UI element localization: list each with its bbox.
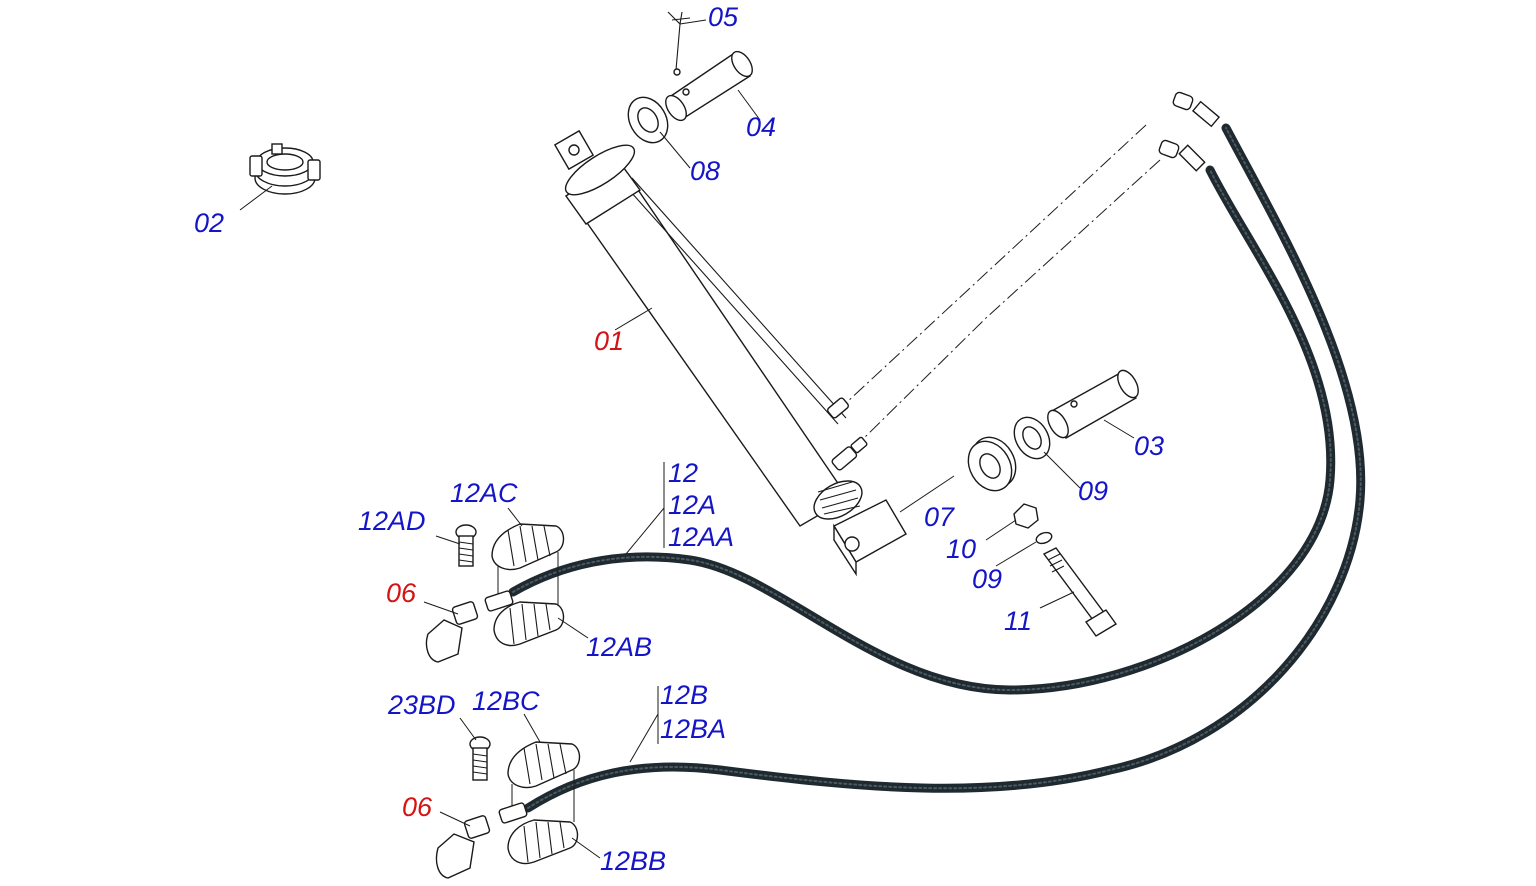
hose-fitting-upper bbox=[1172, 91, 1221, 128]
callout-06-lower: 06 bbox=[402, 792, 433, 822]
nut-10 bbox=[1013, 503, 1039, 529]
leader-lines bbox=[239, 19, 1135, 859]
callout-12A: 12A bbox=[668, 490, 716, 520]
washer-08 bbox=[627, 96, 669, 144]
washer-09-lower bbox=[1035, 531, 1053, 545]
hose-12A bbox=[508, 165, 1336, 695]
callouts: 01 02 03 04 05 08 07 09 10 09 11 12 12A … bbox=[194, 2, 1164, 876]
screw-12AD bbox=[455, 524, 477, 567]
callout-12: 12 bbox=[668, 458, 698, 488]
callout-01: 01 bbox=[594, 326, 624, 356]
callout-09-lower: 09 bbox=[972, 564, 1002, 594]
grip-lower-12BB bbox=[507, 819, 579, 865]
bolt-11 bbox=[1042, 547, 1118, 637]
quick-coupler-06-upper bbox=[425, 590, 514, 663]
callout-03: 03 bbox=[1134, 431, 1164, 461]
hose-fitting-lower bbox=[1158, 139, 1206, 172]
callout-04: 04 bbox=[746, 112, 776, 142]
grip-lower-12AB bbox=[493, 601, 565, 647]
callout-10: 10 bbox=[946, 534, 976, 564]
callout-06-upper: 06 bbox=[386, 578, 417, 608]
washer-09-upper bbox=[1013, 416, 1051, 460]
callout-23BD: 23BD bbox=[387, 690, 456, 720]
pin-03 bbox=[1047, 369, 1139, 439]
spacer-07 bbox=[967, 436, 1017, 492]
callout-08: 08 bbox=[690, 156, 720, 186]
centerline-upper bbox=[832, 124, 1147, 416]
coupler-assembly-12B bbox=[435, 736, 581, 879]
callout-02: 02 bbox=[194, 208, 224, 238]
callout-07: 07 bbox=[924, 502, 955, 532]
grip-upper-12BC bbox=[507, 741, 581, 789]
callout-12AC: 12AC bbox=[450, 478, 518, 508]
pin-04 bbox=[665, 50, 753, 122]
coupler-assembly-12A bbox=[425, 523, 565, 663]
grip-upper-12AC bbox=[491, 523, 565, 571]
clamp-02 bbox=[249, 143, 321, 195]
callout-12BA: 12BA bbox=[660, 714, 726, 744]
callout-12AD: 12AD bbox=[358, 506, 426, 536]
callout-12AB: 12AB bbox=[586, 632, 652, 662]
callout-12AA: 12AA bbox=[668, 522, 734, 552]
screw-23BD bbox=[469, 736, 491, 781]
lynch-clip-05 bbox=[667, 11, 691, 76]
callout-12BC: 12BC bbox=[472, 686, 540, 716]
callout-12BB: 12BB bbox=[600, 846, 666, 876]
callout-12B: 12B bbox=[660, 680, 708, 710]
centerline-lower bbox=[861, 159, 1161, 441]
callout-05: 05 bbox=[708, 2, 739, 32]
callout-11: 11 bbox=[1004, 606, 1032, 636]
hydraulic-cylinder bbox=[553, 129, 907, 577]
hose-12B bbox=[523, 123, 1366, 813]
quick-coupler-06-lower bbox=[435, 802, 528, 879]
callout-09-upper: 09 bbox=[1078, 476, 1108, 506]
